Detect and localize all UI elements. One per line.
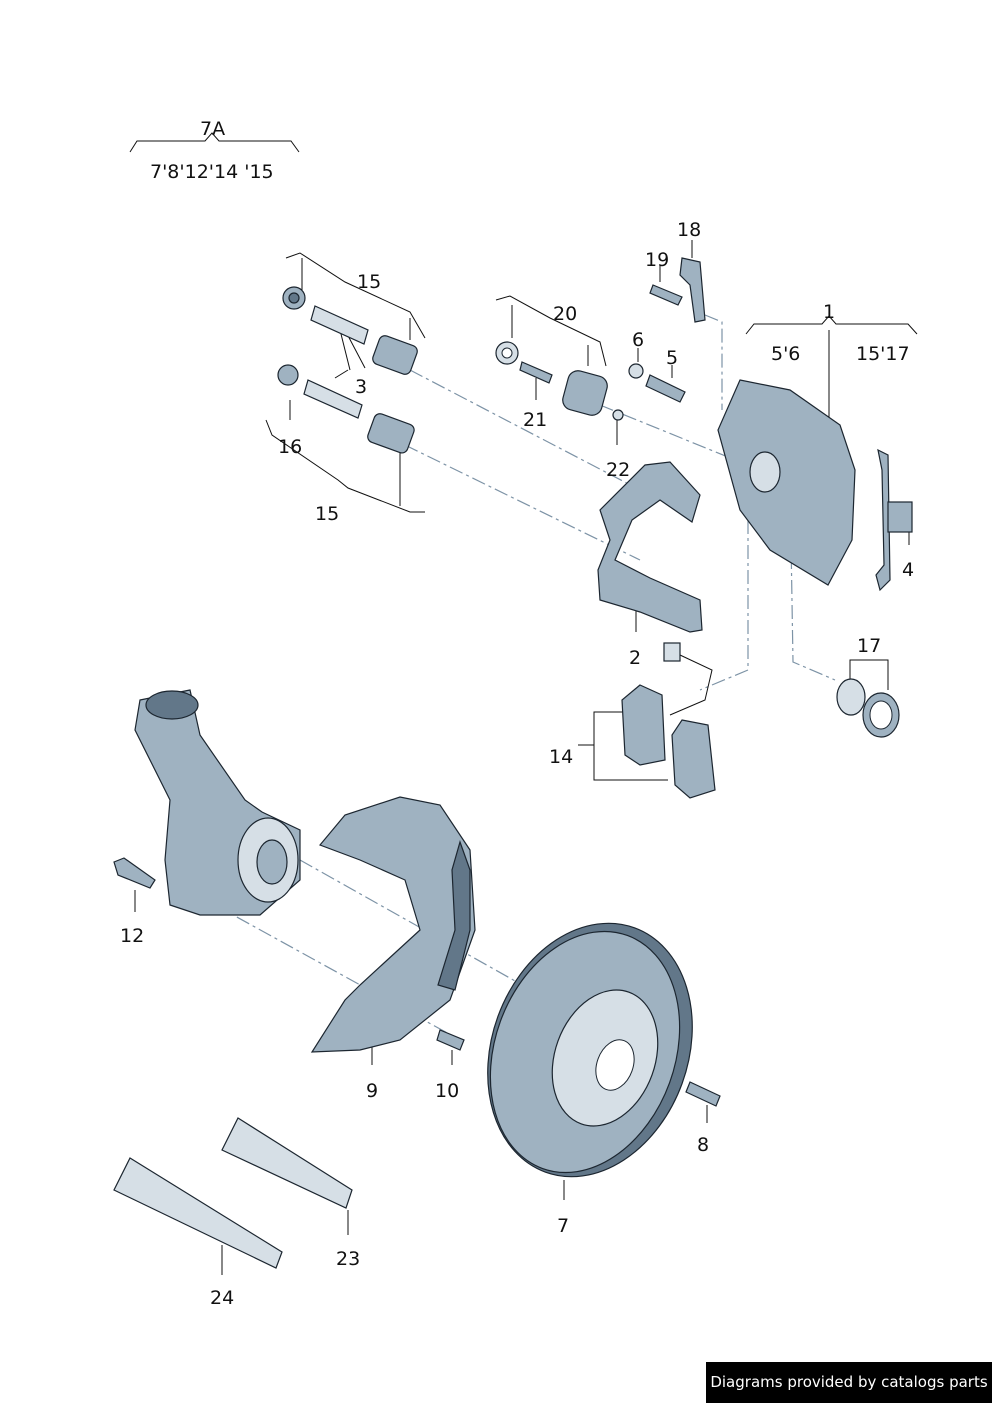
part-label: 2: [629, 647, 641, 669]
part-label: 21: [523, 409, 547, 431]
guide-pin-bush-lower: [277, 364, 415, 454]
part-label: 14: [549, 746, 573, 768]
part-label: 15: [315, 503, 339, 525]
caliper-carrier: [597, 461, 703, 633]
part-label: 7: [557, 1215, 569, 1237]
part-label: 17: [857, 635, 881, 657]
part-label: 10: [435, 1080, 459, 1102]
grease-tube-24: [113, 1157, 283, 1269]
grease-tube-23: [221, 1117, 353, 1209]
credit-banner: Diagrams provided by catalogs parts: [706, 1362, 992, 1403]
part-label: 6: [632, 329, 644, 351]
anti-rattle-spring: [875, 448, 891, 592]
part-label: 18: [677, 219, 701, 241]
part-label: 9: [366, 1080, 378, 1102]
part-label: 8: [697, 1134, 709, 1156]
part-label: 4: [902, 559, 914, 581]
part-label: 19: [645, 249, 669, 271]
part-label: 15: [357, 271, 381, 293]
part-label: 20: [553, 303, 577, 325]
group-label-1-left: 5'6: [771, 343, 800, 365]
part-label: 3: [355, 376, 367, 398]
group-label-7a-title: 7A: [200, 118, 225, 140]
brake-disc: [487, 922, 693, 1178]
group-label-1-right: 15'17: [856, 343, 910, 365]
part-label: 24: [210, 1287, 234, 1309]
part-label: 12: [120, 925, 144, 947]
group-label-7a-items: 7'8'12'14 '15: [150, 161, 274, 183]
splash-shield: [310, 796, 476, 1053]
group-label-1-title: 1: [823, 301, 835, 323]
part-label: 16: [278, 436, 302, 458]
part-label: 22: [606, 459, 630, 481]
guide-pin-bush-upper: [282, 286, 418, 375]
part-label: 23: [336, 1248, 360, 1270]
part-label: 5: [666, 347, 678, 369]
brake-caliper: [717, 379, 856, 586]
